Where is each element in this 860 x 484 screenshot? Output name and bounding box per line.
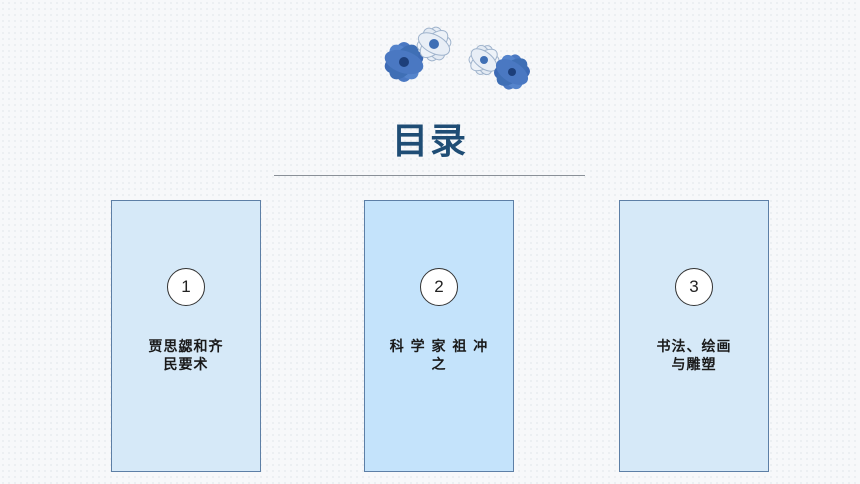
toc-card-3[interactable]: 3 书法、绘画 与雕塑 (619, 200, 769, 472)
card-label: 贾思勰和齐 民要术 (148, 339, 224, 373)
title-divider (274, 175, 585, 176)
toc-card-2[interactable]: 2 科 学 家 祖 冲 之 (364, 200, 514, 472)
toc-card-1[interactable]: 1 贾思勰和齐 民要术 (111, 200, 261, 472)
card-number: 2 (420, 268, 458, 306)
card-number: 1 (167, 268, 205, 306)
card-label: 书法、绘画 与雕塑 (656, 339, 732, 373)
blue-flowers-icon (384, 26, 530, 90)
slide-title: 目录 (391, 121, 468, 162)
card-label: 科 学 家 祖 冲 之 (389, 339, 489, 373)
card-number: 3 (675, 268, 713, 306)
